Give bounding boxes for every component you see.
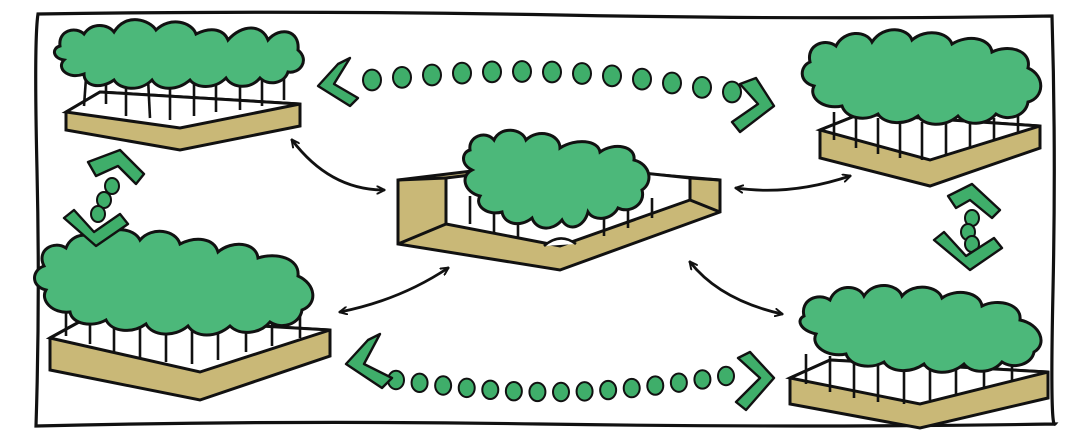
habitat-patch-top-left (54, 20, 303, 150)
corridor-dot (600, 381, 616, 399)
corridor-dot (693, 77, 711, 98)
corridor-dot (723, 82, 741, 103)
chevron-left-icon (318, 58, 358, 106)
corridor-dot (483, 62, 501, 83)
corridor-dot (633, 69, 651, 90)
central-hub (398, 130, 720, 270)
corridor-dot (694, 370, 710, 388)
arrow-hub-bottom-left (340, 268, 448, 312)
corridor-dot (393, 67, 411, 88)
corridor-dot (718, 367, 734, 385)
corridor-dot (529, 383, 545, 401)
corridor-dot (573, 63, 591, 84)
canopy-icon (802, 30, 1041, 125)
habitat-patch-bottom-right (790, 285, 1048, 428)
canopy-icon (54, 20, 303, 89)
corridor-dot (363, 70, 381, 91)
arrow-hub-bottom-right (690, 262, 782, 314)
corridor-dot (435, 376, 451, 394)
corridor-dot (412, 374, 428, 392)
corridor-dot (459, 379, 475, 397)
corridor-dot (663, 73, 681, 94)
corridor-dot (423, 65, 441, 86)
corridor-dot (577, 382, 593, 400)
corridor-dot (91, 206, 105, 222)
corridor-dot (671, 373, 687, 391)
corridor-dot (624, 379, 640, 397)
chevron-right-icon (736, 352, 774, 410)
chevron-left-icon (346, 334, 392, 388)
corridor-dot (553, 383, 569, 401)
arrow-hub-top-left (292, 140, 384, 190)
arrow-hub-top-right (736, 176, 850, 190)
canopy-icon (35, 230, 313, 335)
corridor-dot (513, 61, 531, 82)
corridor-dot (506, 382, 522, 400)
corridor-dot (453, 63, 471, 84)
corridor-dot (603, 66, 621, 87)
corridor-dot (543, 62, 561, 83)
habitat-patch-top-right (802, 30, 1041, 186)
corridor-dot (482, 381, 498, 399)
habitat-patch-bottom-left (35, 230, 331, 400)
corridor-dot (647, 376, 663, 394)
